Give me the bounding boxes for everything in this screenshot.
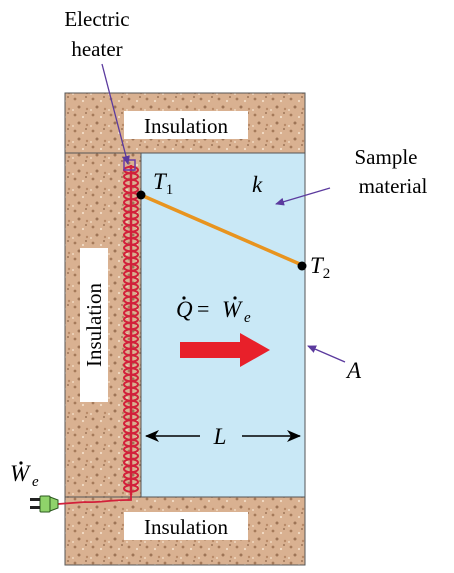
insulation-bottom-label: Insulation bbox=[144, 515, 228, 539]
heater-pointer-arrow bbox=[101, 63, 130, 165]
sample-material-label-line1: Sample bbox=[355, 145, 418, 169]
length-l-label: L bbox=[213, 424, 227, 449]
electric-heater-label-line2: heater bbox=[71, 37, 122, 61]
t1-label: T1 bbox=[153, 169, 173, 198]
sample-material-label-line2: material bbox=[359, 174, 428, 198]
sample-pointer-arrow bbox=[275, 187, 331, 206]
electric-plug-icon bbox=[30, 495, 59, 513]
sample-material-region bbox=[140, 152, 306, 498]
electric-heater-coil bbox=[123, 159, 140, 495]
conductivity-k-label: k bbox=[252, 172, 263, 197]
insulation-top-label-bg bbox=[124, 111, 248, 139]
heat-rate-equation: Q = W e bbox=[176, 296, 251, 326]
power-input-label: W e bbox=[10, 461, 39, 490]
t1-point bbox=[136, 190, 146, 200]
electric-heater-label-line1: Electric bbox=[64, 7, 129, 31]
heat-flow-arrow-icon bbox=[180, 333, 270, 367]
t2-label: T2 bbox=[310, 253, 330, 282]
svg-text:=: = bbox=[197, 296, 209, 321]
svg-text:W: W bbox=[222, 297, 243, 322]
area-pointer-arrow bbox=[307, 345, 346, 363]
temperature-profile-line bbox=[140, 193, 303, 267]
svg-text:e: e bbox=[32, 474, 39, 490]
insulation-left-label-bg bbox=[80, 248, 108, 402]
heater-wire bbox=[57, 495, 132, 505]
area-a-label: A bbox=[345, 358, 362, 383]
insulation-left-label: Insulation bbox=[82, 283, 106, 367]
insulation-top-label: Insulation bbox=[144, 114, 228, 138]
t2-point bbox=[297, 261, 307, 271]
svg-text:e: e bbox=[244, 310, 251, 326]
insulation-bottom-label-bg bbox=[124, 512, 248, 540]
svg-text:Q: Q bbox=[176, 297, 193, 322]
svg-text:W: W bbox=[10, 461, 31, 486]
